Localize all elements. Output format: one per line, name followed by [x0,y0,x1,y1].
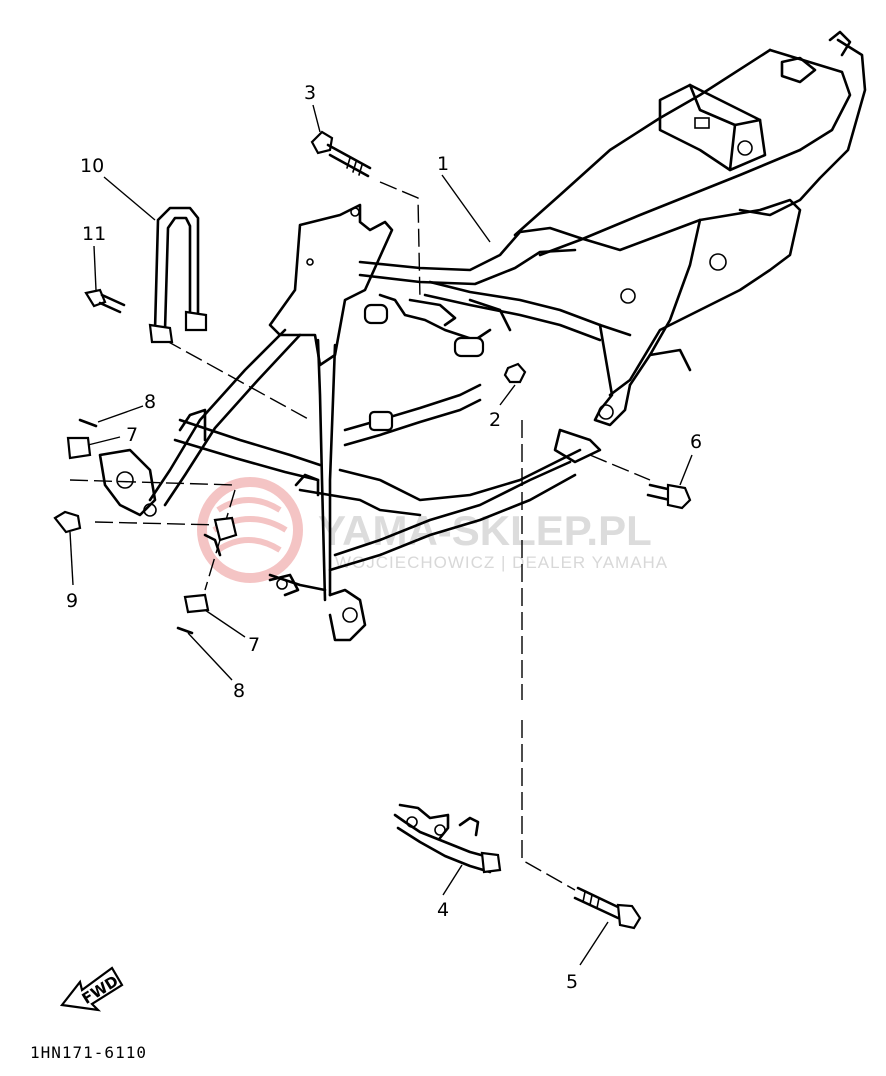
callout-2: 2 [489,409,501,431]
collar-7b [183,593,210,614]
bolt-11 [84,288,126,314]
callout-5: 5 [566,971,578,993]
assembly-lines [69,181,651,891]
bolt-3 [310,130,372,178]
u-bracket-10 [148,206,208,344]
callout-11: 11 [82,223,106,245]
callout-6: 6 [690,431,702,453]
washer-8a [78,418,98,428]
callout-10: 10 [80,155,104,177]
nut-2 [503,362,527,384]
collar-7a [66,436,92,460]
damper-9 [53,510,82,534]
callout-3: 3 [304,82,316,104]
callout-4: 4 [437,899,449,921]
callout-9: 9 [66,590,78,612]
damper-center [203,516,238,557]
callout-1: 1 [437,153,449,175]
bolt-6 [646,483,692,510]
fwd-arrow-icon: FWD [59,966,124,1012]
callout-8b: 8 [233,680,245,702]
callout-8a: 8 [144,391,156,413]
diagram-code: 1HN171-6110 [30,1043,147,1062]
watermark-subtext: WOJCIECHOWICZ | DEALER YAMAHA [335,553,668,572]
leader-lines [69,104,693,966]
main-frame [98,30,867,642]
stand-bracket-4 [393,803,502,874]
watermark: YAMA-SKLEP.PL WOJCIECHOWICZ | DEALER YAM… [197,477,668,583]
callout-7a: 7 [126,424,138,446]
bolt-5 [573,886,642,930]
watermark-text: YAMA-SKLEP.PL [318,507,652,554]
washer-8b [176,626,194,635]
callout-7b: 7 [248,634,260,656]
callout-labels: 1 2 3 4 5 6 7 7 8 8 9 10 11 [66,82,702,993]
